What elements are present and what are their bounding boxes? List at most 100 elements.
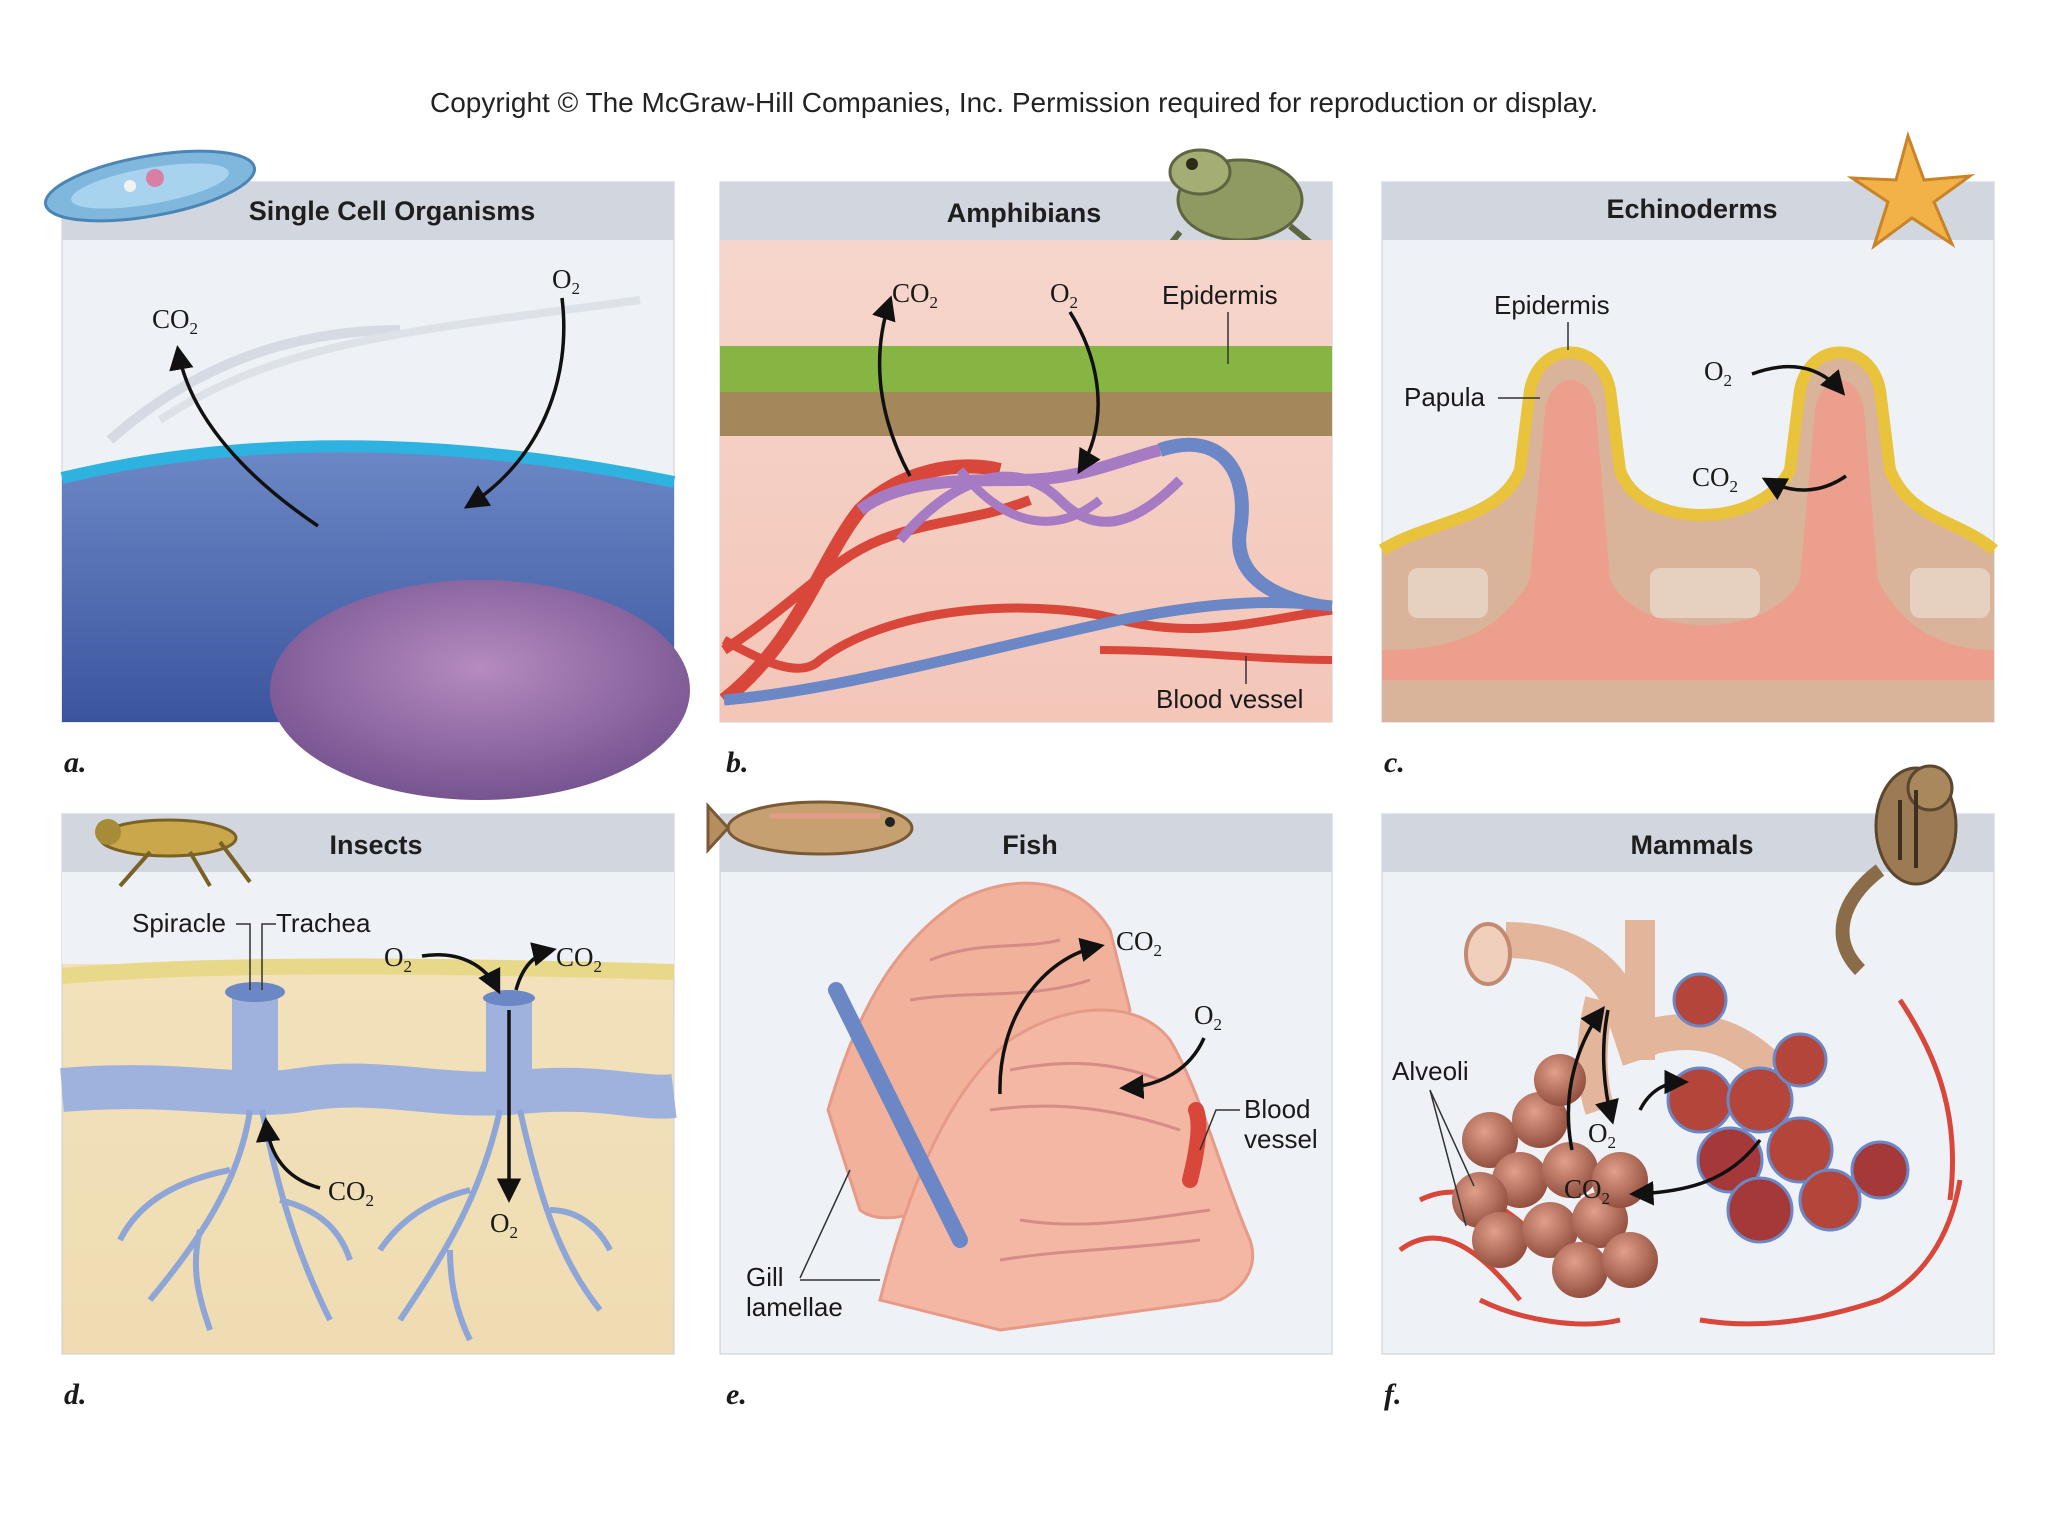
trachea-label: Trachea [276,908,371,938]
panel-c-letter: c. [1384,746,1405,779]
lamella-capillaries [909,938,1211,1262]
epidermis-label: Epidermis [1162,280,1278,310]
panel-b-letter: b. [726,746,749,779]
trout-icon [706,800,914,856]
blood-vessel-label: Blood vessel [1156,684,1303,714]
arteriole [721,495,1032,655]
panel-c-title: Echinoderms [1606,194,1777,224]
co2-arrow [872,295,912,477]
blood-vessel-red [721,603,1333,673]
o2-label: O2 [1194,1000,1222,1034]
o2-label: O2 [490,1208,518,1242]
o2-label: O2 [1704,356,1732,390]
panel-f-title: Mammals [1630,830,1753,860]
capillary-bed [956,467,1103,526]
co2-label: CO2 [1564,1174,1610,1208]
spiracle-opening [483,990,535,1006]
papula-tissue [1382,380,1994,680]
venule [1157,437,1332,615]
epidermis-layer [1378,346,1998,556]
paramecium-icon [43,149,257,223]
epidermis-layer [720,346,1332,392]
ossicle [1910,568,1990,618]
spiracle-opening [225,982,285,1002]
panel-d-letter: d. [64,1378,87,1411]
cuticle-layer [61,958,675,984]
panel-single-cell: Single Cell Organisms CO2 O2 a. [43,149,690,800]
papula-label: Papula [1404,382,1485,412]
o2-arrow [421,953,501,995]
o2-arrow [1751,364,1846,396]
air-in-arrow [1595,1009,1619,1125]
o2-arrow [1638,1069,1689,1111]
blood-vessel-afferent [828,982,968,1248]
cell-nucleus [270,580,690,800]
co2-arrow [169,345,319,528]
gill-label-line1: Gill [746,1262,784,1292]
panel-amphibians: Amphibians CO2 O2 Epidermis Blood vessel… [719,148,1333,779]
co2-label: CO2 [152,304,198,338]
frog-icon [1161,148,1314,254]
o2-label: O2 [552,264,580,298]
co2-label: CO2 [1116,926,1162,960]
panel-fish: Fish CO2 O2 Blood vessel Gill lamell [706,800,1333,1411]
co2-arrow [1629,1138,1762,1206]
spiracle-label: Spiracle [132,908,226,938]
chipmunk-icon [1835,764,1958,975]
panel-insects: Insects Spiracl [60,813,677,1411]
gill-leader [799,1169,880,1281]
grasshopper-icon [95,818,252,888]
arteriole [719,459,1002,706]
tracheoles [117,1109,613,1342]
ossicle [1650,568,1760,618]
starfish-icon [1846,131,1976,250]
co2-label: CO2 [892,278,938,312]
blood-vessel-label-line1: Blood [1244,1094,1311,1124]
alveoli-cluster [1452,1054,1658,1298]
panel-d-title: Insects [329,830,422,860]
gill-label-line2: lamellae [746,1292,843,1322]
alveoli-leader [1429,1089,1475,1227]
co2-arrow [514,942,557,991]
panel-mammals: Mammals [1381,764,1995,1411]
alveoli-label: Alveoli [1392,1056,1469,1086]
co2-label: CO2 [328,1176,374,1210]
o2-label: O2 [384,942,412,976]
panel-f-letter: f. [1384,1378,1402,1411]
capillary-bed [896,471,1184,544]
epidermis-base-layer [720,392,1332,436]
blood-vessel-label-line2: vessel [1244,1124,1318,1154]
panel-echinoderms: Echinoderms O2 CO2 Epidermis Papula c. [1378,131,1998,779]
blood-vessel-efferent [1182,1102,1207,1188]
o2-label: O2 [1050,278,1078,312]
air-out-arrow [1566,1006,1605,1151]
panel-b-title: Amphibians [947,198,1102,228]
o2-arrow [1068,311,1101,475]
water-swirl [106,325,401,444]
water-swirl [157,296,641,424]
blood-vessel-leader [1199,1109,1240,1151]
blood-vessel-blue [723,597,1333,706]
o2-arrow [463,297,566,509]
panel-a-title: Single Cell Organisms [249,196,536,226]
gill-lamella-front [878,1008,1255,1332]
o2-arrow [1119,1037,1206,1100]
o2-label: O2 [1588,1118,1616,1152]
blood-vessel-red [1099,646,1333,664]
trachea [60,1063,677,1119]
cell-membrane [60,440,676,488]
co2-label: CO2 [556,942,602,976]
bronchus-opening [1464,922,1512,986]
ossicle [1408,568,1488,618]
panel-e-letter: e. [726,1378,747,1411]
bronchiole [1634,1014,1783,1083]
epidermis-label: Epidermis [1494,290,1610,320]
co2-arrow [255,1117,321,1190]
panel-d-air [62,872,674,964]
panel-a-letter: a. [64,746,87,779]
co2-label: CO2 [1692,462,1738,496]
co2-arrow [998,937,1105,1095]
spiracle-trachea-leaders [236,923,276,990]
